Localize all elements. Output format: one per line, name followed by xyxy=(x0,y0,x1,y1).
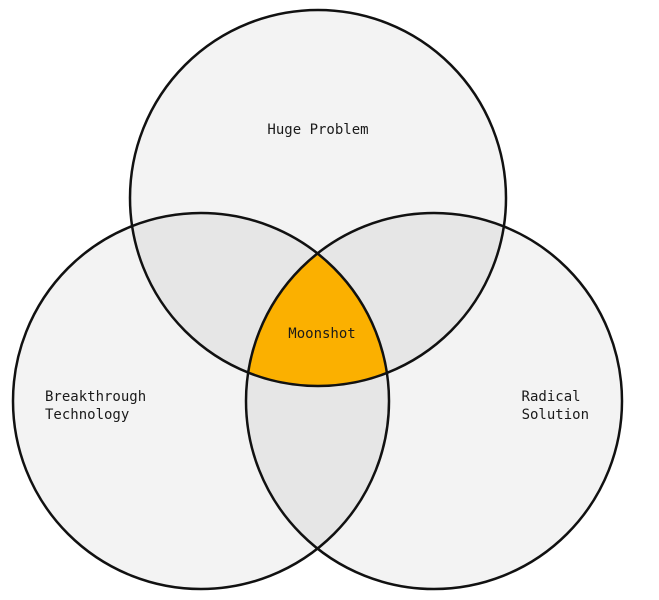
label-breakthrough-technology: Breakthrough Technology xyxy=(45,389,155,423)
overlap-center xyxy=(246,213,389,386)
label-moonshot: Moonshot xyxy=(288,326,355,342)
circle-right-outline xyxy=(244,211,624,591)
label-radical-solution: Radical Solution xyxy=(522,389,589,423)
circle-left-outline xyxy=(11,211,391,591)
label-huge-problem: Huge Problem xyxy=(267,122,368,138)
circle-top-outline xyxy=(128,8,508,388)
